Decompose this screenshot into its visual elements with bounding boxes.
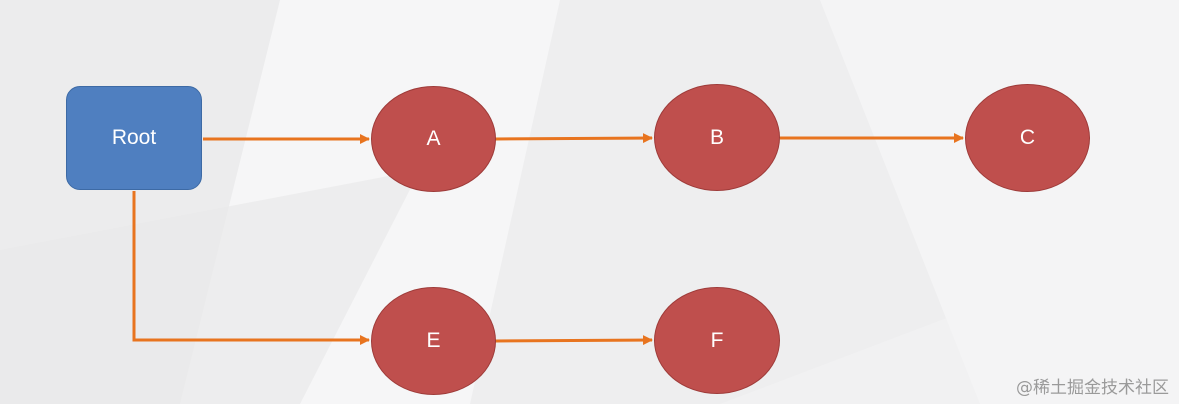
node-root-label: Root <box>111 126 157 149</box>
node-f-label: F <box>710 328 724 352</box>
edge-a-b <box>494 133 653 144</box>
node-a: A <box>371 86 496 192</box>
node-b: B <box>654 84 780 191</box>
node-e-label: E <box>426 329 441 352</box>
watermark-text: @稀土掘金技术社区 <box>1016 378 1169 398</box>
node-a-label: A <box>426 127 441 150</box>
node-root: Root <box>66 86 202 190</box>
edge-e-f <box>494 335 653 346</box>
node-c: C <box>965 84 1090 192</box>
node-e: E <box>371 287 496 395</box>
node-b-label: B <box>709 125 724 149</box>
edge-root-e <box>132 191 370 345</box>
node-c-label: C <box>1019 126 1036 149</box>
node-f: F <box>654 287 780 394</box>
